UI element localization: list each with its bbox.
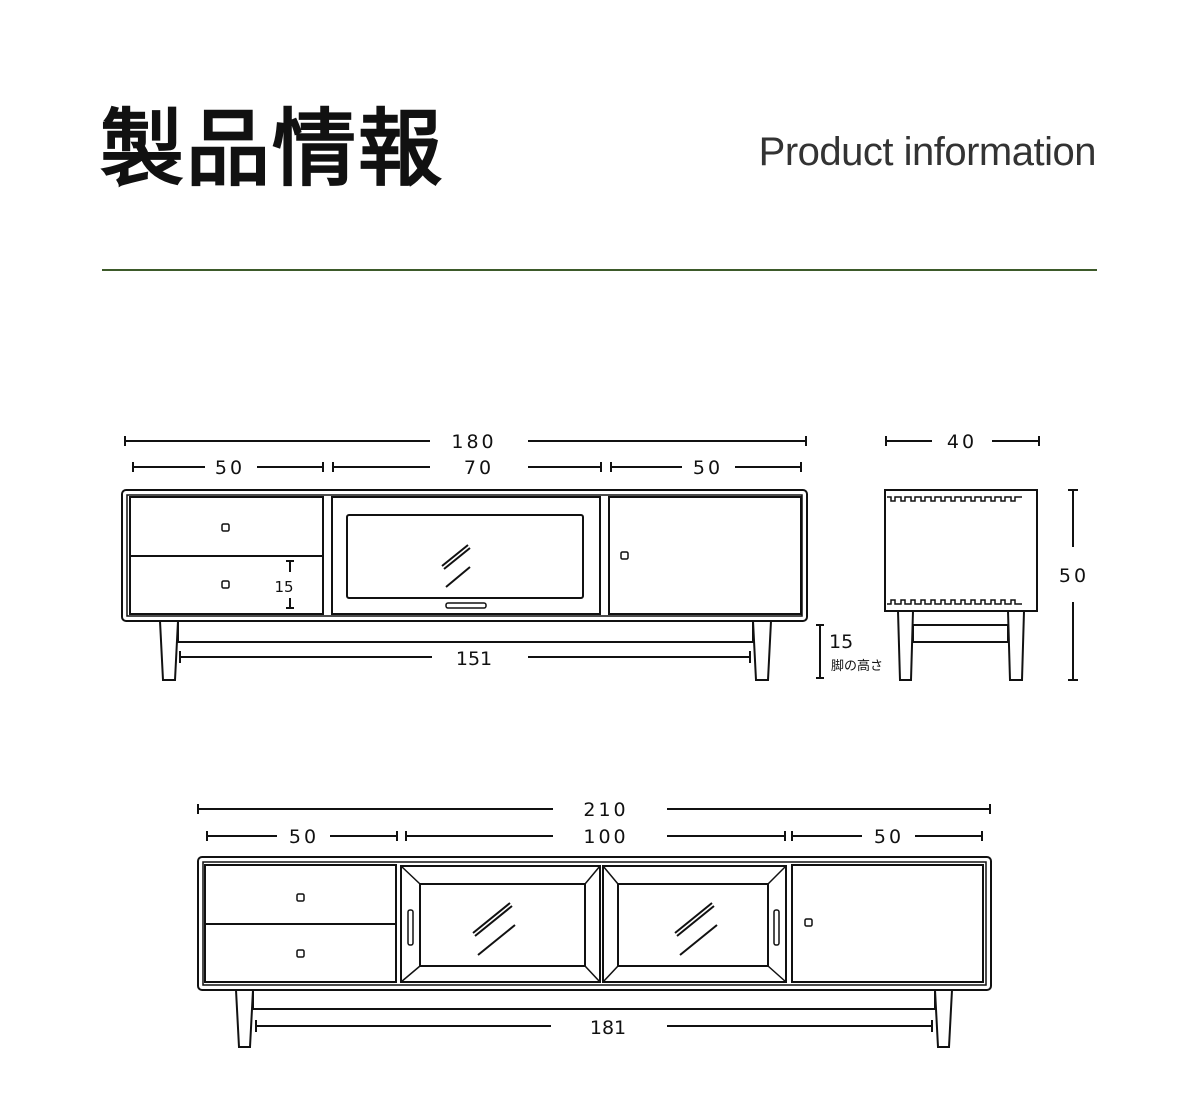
dimension-height-50: 50 [1059,489,1089,681]
dimension-label: 210 [583,799,628,821]
tv-stand-210-front: 210 50 100 50 [197,799,992,1048]
dimension-right-50: 50 [791,826,983,848]
dimension-left-50: 50 [206,826,398,848]
cabinet-door [608,496,802,615]
side-panel [884,489,1038,612]
knob [296,893,305,902]
page-subtitle: Product information [758,130,1097,174]
dimension-leg-span-181: 181 [255,1017,933,1039]
dimension-210: 210 [197,799,991,821]
door-handle [407,909,414,946]
tv-stand-side-view: 40 50 [884,431,1089,681]
knob [221,580,230,589]
glass-panel [346,514,584,599]
door-handle [445,602,487,609]
tv-stand-180-front: 180 50 70 50 15 [121,431,883,681]
dimension-label: 40 [947,431,977,453]
dimension-label: 15 [274,578,293,596]
leg [933,989,954,1048]
glass-door-left [400,865,601,983]
dimension-label: 180 [451,431,496,453]
dimension-label: 70 [464,457,494,479]
dimension-label: 181 [590,1017,626,1039]
glass-door-right [602,865,787,983]
dimension-leg-span-151: 151 [179,648,751,670]
stretcher [912,624,1009,643]
cabinet-door [791,864,984,983]
leg-height-caption: 脚の高さ [831,658,883,674]
dimension-label: 50 [215,457,245,479]
page-title: 製品情報 [100,100,445,198]
dimension-leg-height: 15 脚の高さ [816,624,883,679]
dimension-label: 50 [693,457,723,479]
dimension-left-50: 50 [132,457,324,479]
dimension-label: 50 [1059,565,1089,587]
dimension-label: 100 [583,826,628,848]
dimension-label: 151 [456,648,492,670]
dimension-label: 50 [289,826,319,848]
dimension-middle-70: 70 [332,457,602,479]
dimension-label: 50 [874,826,904,848]
divider [102,269,1097,271]
dimension-180: 180 [124,431,807,453]
knob [620,551,629,560]
knob [804,918,813,927]
leg [751,620,773,681]
leg [896,610,915,681]
dimension-label: 15 [829,631,853,653]
leg [1006,610,1026,681]
dimension-right-50: 50 [610,457,802,479]
leg [158,620,180,681]
dimension-depth-40: 40 [885,431,1040,453]
stretcher [177,620,754,643]
knob [296,949,305,958]
leg [234,989,255,1048]
door-handle [773,909,780,946]
dimension-middle-100: 100 [405,826,786,848]
dimension-drawer-15: 15 [274,560,294,609]
knob [221,523,230,532]
stretcher [252,989,936,1010]
